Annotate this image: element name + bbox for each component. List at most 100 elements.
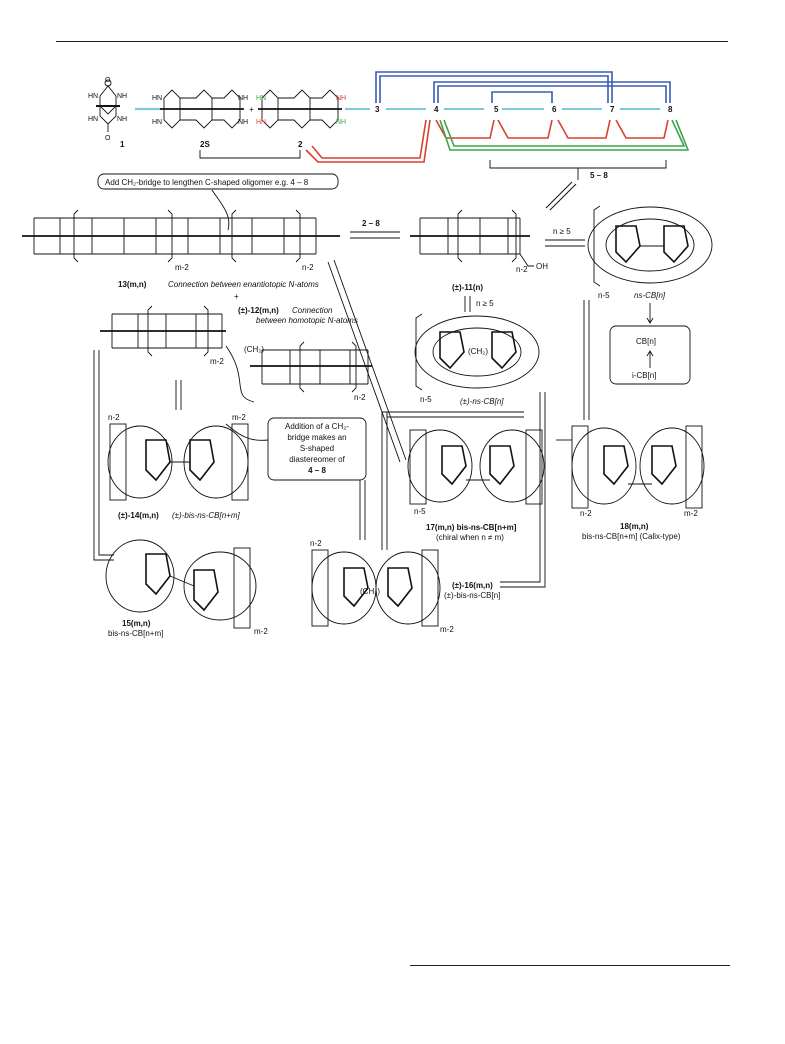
compound-12-note-b: between homotopic N-atoms	[256, 316, 358, 325]
equilibrium-arrow-n5-right	[545, 239, 585, 247]
c2-hn-red: HN	[256, 119, 266, 126]
red-connections	[305, 119, 669, 163]
c2s-hn-2: HN	[152, 119, 162, 126]
c16-n-2: n-2	[310, 539, 322, 548]
callout-lengthen-text: Add CH₂-bridge to lengthen C-shaped olig…	[105, 178, 309, 187]
c13-m-2: m-2	[175, 263, 189, 272]
c12b-ch2: (CH₂)	[244, 345, 264, 354]
c15-m-2: m-2	[254, 627, 268, 636]
callout-s-shaped	[267, 417, 367, 481]
compound-11-label: (±)-11(n)	[452, 283, 483, 292]
oligomer-3-label: 3	[375, 105, 380, 114]
compound-2s-structure	[160, 89, 244, 129]
compound-17-note: (chiral when n ≠ m)	[436, 533, 504, 542]
pm-ns-cb-ch2: (CH₂)	[468, 347, 488, 356]
c14-m-2: m-2	[232, 413, 246, 422]
callout-lengthen	[97, 173, 339, 190]
c1-hn-bot: HN	[88, 116, 98, 123]
i-cb-n-label: i-CB[n]	[632, 371, 656, 380]
ns-cb-label: ns-CB[n]	[634, 291, 666, 300]
ns-cb-structure	[587, 205, 713, 287]
ns-cb-n-5: n-5	[598, 291, 610, 300]
compound-18-structure	[571, 425, 705, 509]
callout-s-shaped-line-1: Addition of a CH₂-	[285, 422, 349, 431]
c12a-m-2: m-2	[210, 357, 224, 366]
compound-2-label: 2	[298, 140, 303, 149]
c1-nh-bot: NH	[117, 116, 127, 123]
blue-connections	[375, 71, 671, 103]
c2s-hn: HN	[152, 95, 162, 102]
label-n-ge-5-down: n ≥ 5	[476, 299, 494, 308]
compound-14-label-b: (±)-bis-ns-CB[n+m]	[172, 511, 241, 520]
equilibrium-arrow-12-14	[175, 380, 182, 410]
c16-ch2: (CH₂)	[360, 587, 380, 596]
c2-hn-green: HN	[256, 95, 266, 102]
green-connections	[439, 119, 690, 151]
compound-12-structure-b	[250, 341, 372, 393]
arrow-5-8-down	[545, 181, 577, 211]
equilibrium-arrow-2-8	[350, 231, 400, 239]
compound-1-structure	[96, 79, 120, 132]
oligomer-5-label: 5	[494, 105, 499, 114]
oligomer-7-label: 7	[610, 105, 615, 114]
compound-18-label: 18(m,n)	[620, 522, 649, 531]
label-2-8: 2 – 8	[362, 219, 380, 228]
c2s-nh: NH	[238, 95, 248, 102]
c11-n-2: n-2	[516, 265, 528, 274]
compound-12-note-a: Connection	[292, 306, 333, 315]
header-rule	[56, 41, 728, 42]
arrow-icb-to-cb-head	[646, 350, 654, 357]
callout-s-shaped-line-2: bridge makes an	[287, 433, 346, 442]
compound-12-label: (±)-12(m,n)	[238, 306, 279, 315]
equilibrium-arrow-13-15	[93, 350, 114, 561]
pm-ns-cb-n-5: n-5	[420, 395, 432, 404]
pm-ns-cb-label: (±)-ns-CB[n]	[460, 397, 504, 406]
compound-17-structure	[407, 429, 545, 505]
c1-nh-top: NH	[117, 93, 127, 100]
c16-m-2: m-2	[440, 625, 454, 634]
compound-12-structure-a	[100, 305, 226, 357]
cb-n-label: CB[n]	[636, 337, 656, 346]
compound-16-note: (±)-bis-ns-CB[n]	[444, 591, 500, 600]
callout-s-shaped-line-3: S-shaped	[300, 444, 334, 453]
compound-16-label: (±)-16(m,n)	[452, 581, 493, 590]
plus-sign-top: +	[249, 105, 254, 114]
callout-s-shaped-line-5: 4 – 8	[308, 466, 326, 475]
compound-17-label: 17(m,n) bis-ns-CB[n+m]	[426, 523, 517, 532]
connector-12a-12b	[225, 345, 255, 403]
c2s-nh-2: NH	[238, 119, 248, 126]
c13-n-2: n-2	[302, 263, 314, 272]
equilibrium-arrow-n5-down	[464, 296, 471, 312]
c17-n-5: n-5	[414, 507, 426, 516]
footer-rule	[410, 965, 730, 966]
compound-18-note: bis-ns-CB[n+m] (Calix-type)	[582, 532, 681, 541]
compound-11-structure	[410, 209, 534, 267]
compound-15-structure	[105, 539, 257, 629]
compound-16-structure	[311, 549, 441, 627]
compound-14-structure	[107, 423, 249, 501]
callout-s-shaped-pointer	[225, 423, 269, 441]
compound-1-label: 1	[120, 140, 125, 149]
bracket-5-8	[489, 160, 667, 169]
c1-hn-top: HN	[88, 93, 98, 100]
c11-oh: OH	[536, 262, 548, 271]
compound-15-note: bis-ns-CB[n+m]	[108, 629, 163, 638]
compound-2s-label: 2S	[200, 140, 210, 149]
compound-13-structure	[22, 209, 340, 263]
compound-2-structure	[258, 89, 342, 129]
compound-13-note: Connection between enantiotopic N-atoms	[168, 280, 319, 289]
c2-nh-green: NH	[336, 119, 346, 126]
c18-m-2: m-2	[684, 509, 698, 518]
oligomer-6-label: 6	[552, 105, 557, 114]
arrow-nscb-to-cbbox-head	[646, 317, 654, 324]
oligomer-8-label: 8	[668, 105, 673, 114]
long-arrows	[327, 259, 590, 588]
plus-between-13-12: +	[234, 292, 239, 301]
compound-13-label: 13(m,n)	[118, 280, 147, 289]
label-n-ge-5-right: n ≥ 5	[553, 227, 571, 236]
c1-o-top: O	[105, 77, 111, 84]
pm-ns-cb-structure	[414, 313, 540, 391]
callout-s-shaped-line-4: diastereomer of	[289, 455, 345, 464]
c1-o-bot: O	[105, 135, 111, 142]
